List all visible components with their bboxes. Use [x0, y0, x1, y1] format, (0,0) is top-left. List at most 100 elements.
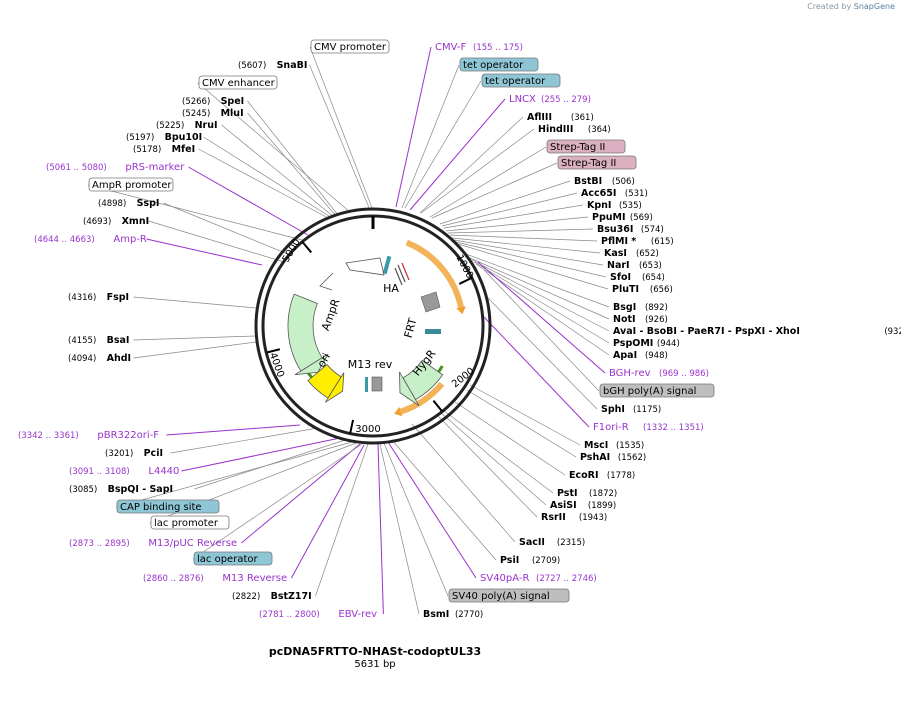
label-fspi-text: FspI: [107, 292, 129, 303]
label-bgh-rev-text: BGH-rev: [609, 368, 651, 379]
label-mfei: (5178)MfeI: [133, 144, 195, 155]
leader-line: [465, 253, 610, 308]
leader-line: [221, 124, 335, 218]
label-bstz17i: (2822)BstZ17I: [232, 591, 312, 602]
leader-line: [419, 116, 524, 214]
label-afliii-text: AflIII: [527, 112, 552, 123]
leader-line: [133, 335, 257, 341]
label-acc65i-text: Acc65I: [581, 188, 616, 199]
label-bsu36i: Bsu36I(574): [597, 224, 664, 235]
leader-line: [383, 442, 449, 597]
label-mfei-pos: (5178): [133, 145, 161, 155]
label-ebv-rev-range: (2781 .. 2800): [259, 610, 320, 620]
plasmid-size: 5631 bp: [354, 659, 396, 670]
label-spei-pos: (5266): [182, 97, 210, 107]
label-prs-marker: (5061 .. 5080)pRS-marker: [46, 162, 185, 173]
frt-marker: [425, 329, 441, 334]
leader-lines: [87, 46, 610, 615]
label-cap-binding-site: CAP binding site: [116, 499, 220, 514]
leader-line: [163, 202, 291, 256]
label-bpu10i-pos: (5197): [126, 133, 154, 143]
label-l4440-range: (3091 .. 3108): [69, 467, 130, 477]
label-xmni: (4693)XmnI: [83, 216, 149, 227]
feature-ha: HA: [383, 282, 399, 295]
label-afliii-pos: (361): [571, 113, 594, 123]
label-bstbi-text: BstBI: [574, 176, 602, 187]
label-box: [116, 499, 220, 514]
label-pbr322ori-f: (3342 .. 3361)pBR322ori-F: [18, 430, 159, 441]
label-pflmi: PflMI * (615): [601, 236, 674, 247]
label-ppumi-pos: (569): [630, 213, 653, 223]
label-tet-operator-1: tet operator: [459, 57, 539, 72]
label-asisi-pos: (1899): [588, 501, 616, 511]
label-ppumi-text: PpuMI: [592, 212, 626, 223]
tet-marker: [382, 255, 392, 275]
label-bsmi-text: BsmI: [423, 609, 449, 620]
credit-prefix: Created by: [807, 2, 852, 11]
leader-line: [181, 437, 341, 472]
label-cmv-f: CMV-F(155 .. 175): [435, 42, 523, 53]
label-pspomi-pos: (944): [657, 339, 680, 349]
label-sv40pa-r-text: SV40pA-R: [480, 573, 529, 584]
label-hindiii-pos: (364): [588, 125, 611, 135]
label-bsai-text: BsaI: [107, 335, 130, 346]
leader-line: [198, 148, 331, 220]
leader-line: [391, 439, 497, 561]
label-kpni-pos: (535): [619, 201, 642, 211]
label-nari-text: NarI: [607, 260, 630, 271]
label-box: [599, 383, 715, 398]
ring-tick: [458, 276, 473, 285]
label-pluti: PluTI(656): [612, 284, 673, 295]
label-lac-operator: lac operator: [193, 551, 273, 566]
label-ampr-promoter-text: AmpR promoter: [92, 180, 172, 191]
feature-m13-rev: M13 rev: [348, 358, 393, 371]
label-strep-tag-2-text: Strep-Tag II: [561, 158, 616, 169]
leader-line: [445, 216, 589, 232]
leader-line: [443, 204, 584, 229]
label-tet-operator-2-text: tet operator: [485, 76, 546, 87]
label-bspqi: (3085)BspQI - SapI: [69, 484, 173, 495]
leader-line: [377, 443, 384, 615]
label-bsai: (4155) BsaI: [68, 335, 129, 346]
label-ebv-rev-text: EBV-rev: [338, 609, 377, 620]
label-pluti-text: PluTI: [612, 284, 639, 295]
label-cap-binding-site-text: CAP binding site: [120, 502, 202, 513]
label-fspi: (4316)FspI: [68, 292, 129, 303]
label-snabi: (5607)SnaBI: [238, 60, 307, 71]
leader-line: [166, 424, 301, 436]
ring-tick: [266, 348, 281, 354]
leader-line: [241, 443, 361, 544]
label-sacii-text: SacII: [519, 537, 545, 548]
leader-line: [477, 261, 606, 374]
label-sv40-polya: SV40 poly(A) signal: [448, 588, 570, 603]
label-pflmi-pos: (615): [651, 237, 674, 247]
label-cmv-promoter: CMV promoter: [310, 39, 390, 54]
ha-strand: [397, 264, 406, 283]
label-pshai-text: PshAI: [580, 452, 610, 463]
label-pshai: PshAI(1562): [580, 452, 646, 463]
leader-line: [483, 269, 600, 392]
frt-block: [420, 291, 441, 313]
label-bspqi-pos: (3085): [69, 485, 97, 495]
label-cmv-enhancer-text: CMV enhancer: [202, 78, 276, 89]
label-lac-promoter: lac promoter: [150, 515, 230, 530]
label-spei: (5266)SpeI: [182, 96, 244, 107]
leader-line: [483, 316, 590, 428]
label-bsai-pos: (4155): [68, 336, 96, 346]
leader-line: [469, 384, 581, 446]
label-xmni-pos: (4693): [83, 217, 111, 227]
label-kasi: KasI(652): [604, 248, 659, 259]
label-bgh-polya-text: bGH poly(A) signal: [603, 386, 696, 397]
label-pflmi-text: PflMI *: [601, 236, 636, 247]
ring-tick: [301, 241, 313, 254]
label-bsu36i-pos: (574): [641, 225, 664, 235]
label-acc65i-pos: (531): [625, 189, 648, 199]
label-multi-site: AvaI - BsoBI - PaeR7I - PspXI - XhoI(932…: [613, 326, 901, 337]
label-nrui: (5225)NruI: [156, 120, 218, 131]
label-lncx-range: (255 .. 279): [541, 95, 591, 105]
label-pspomi: PspOMI(944): [613, 338, 680, 349]
label-mlui-pos: (5245): [182, 109, 210, 119]
label-kasi-pos: (652): [636, 249, 659, 259]
